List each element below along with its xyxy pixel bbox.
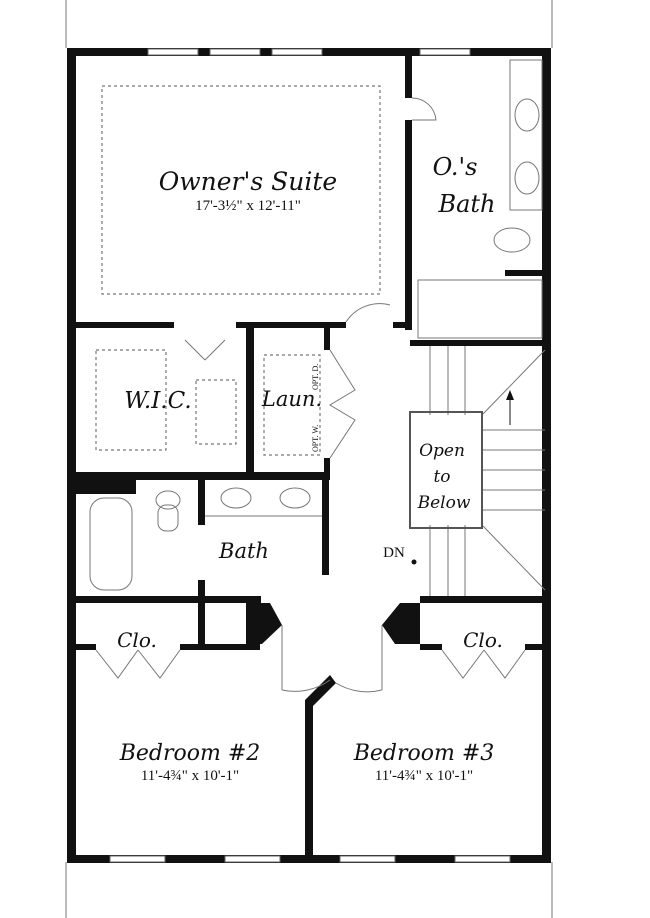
bedroom2-label: Bedroom #2	[119, 741, 261, 766]
fixtures	[89, 59, 543, 693]
bedroom2-size: 11'-4¾" x 10'-1"	[141, 768, 239, 784]
owners-suite-label: Owner's Suite	[159, 167, 337, 196]
stairs	[409, 346, 546, 596]
owners-bath-label-1: O.'s	[433, 153, 478, 181]
bedroom3-label: Bedroom #3	[353, 741, 495, 766]
owners-suite-size: 17'-3½" x 12'-11"	[195, 198, 301, 214]
interior-walls	[76, 56, 545, 855]
laundry-opt-w: OPT. W.	[311, 425, 320, 452]
windows	[109, 48, 511, 863]
bedroom3-size: 11'-4¾" x 10'-1"	[375, 768, 473, 784]
closet-left-label: Clo.	[117, 628, 157, 652]
owners-bath-label-2: Bath	[437, 190, 495, 218]
bath-label: Bath	[218, 539, 269, 563]
open-below-2: to	[433, 467, 450, 487]
laundry-label: Laun.	[261, 387, 322, 411]
wic-label: W.I.C.	[124, 388, 191, 414]
stairs-down-label: DN	[383, 545, 405, 561]
open-below-3: Below	[417, 493, 471, 513]
open-below-1: Open	[419, 441, 465, 461]
laundry-opt-d: OPT. D.	[311, 364, 320, 390]
closet-right-label: Clo.	[463, 628, 503, 652]
